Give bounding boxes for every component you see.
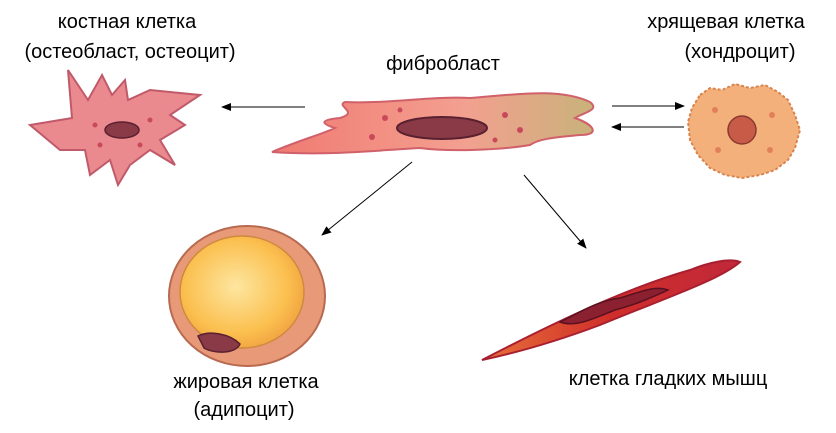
fibroblast-cell (271, 92, 595, 155)
fat-cell (168, 225, 326, 367)
bone-cell-label: костная клетка (57, 11, 197, 33)
bone-cell-sublabel: (остеобласт, остеоцит) (24, 41, 236, 63)
cartilage-cell-label: хрящевая клетка (647, 11, 805, 33)
fat-cell-sublabel: (адипоцит) (193, 399, 295, 421)
fat-cell-label: жировая клетка (173, 371, 319, 393)
smooth-muscle-cell (481, 259, 742, 361)
fibroblast-label: фибробласт (386, 53, 500, 75)
cartilage-cell (686, 82, 802, 180)
arrow-to-fat (321, 161, 413, 236)
cartilage-cell-sublabel: (хондроцит) (684, 41, 796, 63)
smooth-muscle-cell-label: клетка гладких мышц (568, 368, 768, 390)
bone-cell (27, 69, 203, 188)
arrow-to-muscle (523, 174, 587, 249)
